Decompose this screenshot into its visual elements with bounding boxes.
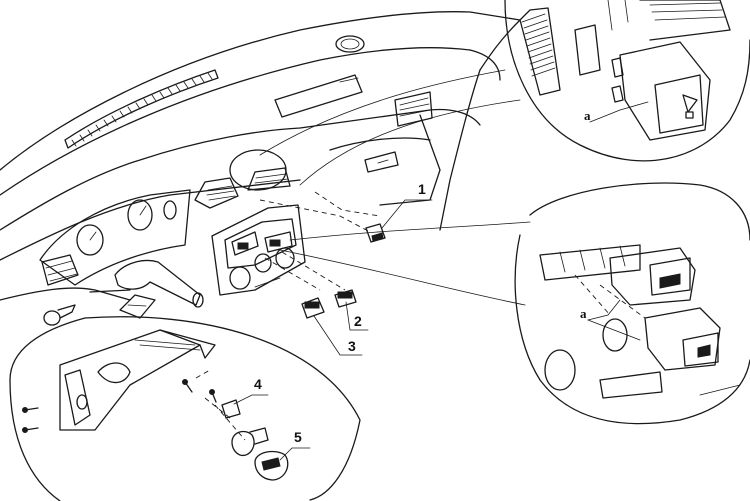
callout-a-top: a bbox=[584, 108, 591, 123]
callout-3: 3 bbox=[348, 338, 356, 354]
defroster-grille bbox=[71, 72, 213, 147]
steering-column bbox=[89, 259, 204, 319]
callout-a-right: a bbox=[580, 306, 587, 321]
switch-1-hazard bbox=[365, 223, 386, 243]
switch-3 bbox=[301, 297, 325, 319]
lower-detail-circle bbox=[9, 316, 361, 501]
detail-connector-lines bbox=[229, 69, 646, 319]
centre-air-vents bbox=[194, 167, 291, 209]
screws bbox=[22, 379, 217, 433]
instrument-cluster bbox=[39, 189, 191, 286]
switch-2 bbox=[334, 289, 357, 308]
callout-4: 4 bbox=[254, 376, 262, 392]
detail-circle-top bbox=[504, 0, 750, 162]
callout-1: 1 bbox=[418, 181, 426, 197]
callout-2: 2 bbox=[354, 313, 362, 329]
dashboard-body bbox=[0, 11, 521, 326]
callout-5: 5 bbox=[294, 429, 302, 445]
part-4-bulb-holder bbox=[221, 399, 269, 457]
column-shroud bbox=[59, 329, 216, 431]
part-5-switch bbox=[254, 450, 289, 481]
centre-console bbox=[211, 204, 306, 296]
callout-leaders bbox=[233, 101, 649, 461]
detail-circle-right bbox=[514, 182, 750, 425]
